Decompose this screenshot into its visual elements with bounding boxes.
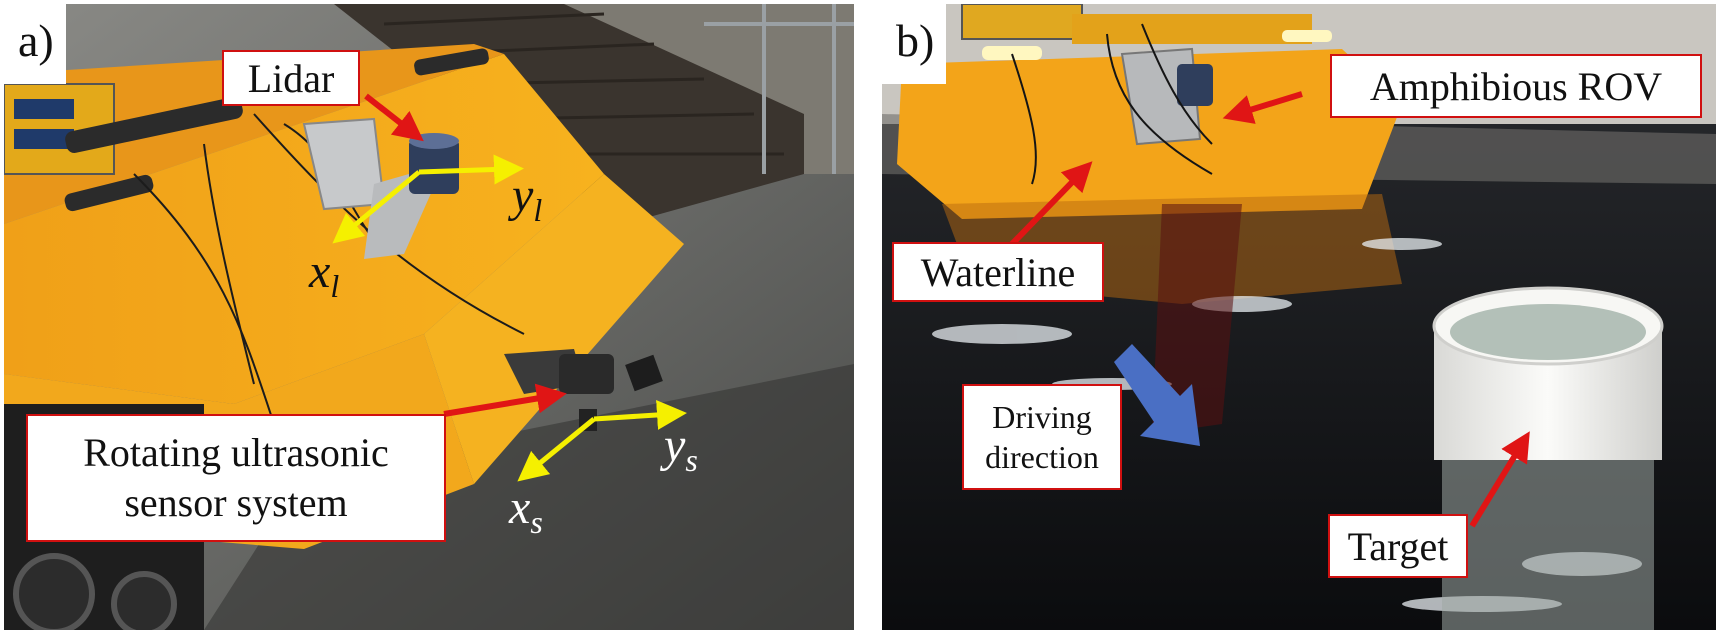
target-callout: Target [1328,514,1468,578]
rov-light [982,46,1042,60]
panel-a-photo: a) Lidar Rotating ultrasonic sensor syst… [4,4,854,630]
rov-callout: Amphibious ROV [1330,54,1702,118]
arrow-overlay [1009,91,1530,528]
driving-direction-callout-text: Driving direction [985,399,1099,475]
sonar-x-axis-arrow [517,417,596,482]
lidar-sensor [409,139,459,194]
waterline-pointer-arrow [1009,161,1093,247]
floor-shadow [204,364,854,630]
target-pointer-arrow [1469,431,1530,528]
lidar-x-axis-label: xl [309,245,340,305]
ultrasonic-callout-text: Rotating ultrasonic sensor system [83,430,389,525]
sonar-x-axis-label: xs [509,481,543,541]
red-reflection [1152,204,1242,434]
sonar-y-axis-label: ys [664,419,698,479]
ultrasonic-pointer-arrow [443,383,567,417]
panel-b-label: b) [882,4,947,84]
rov-pointer-arrow [1222,91,1303,124]
rov-cables [1011,23,1213,185]
ultrasonic-callout: Rotating ultrasonic sensor system [26,414,446,542]
driving-direction-callout: Driving direction [962,384,1122,490]
lidar-callout: Lidar [222,50,360,106]
waterline-callout-text: Waterline [920,249,1076,295]
panel-b-photo: b) Amphibious ROV Waterline Driving dire… [882,4,1716,630]
panel-a-label: a) [4,4,66,84]
waterline-callout: Waterline [892,242,1104,302]
lidar-y-axis-label: yl [512,169,543,229]
lidar-callout-text: Lidar [247,55,335,101]
light-bar [65,97,243,153]
ultrasonic-sensor [559,354,614,394]
lidar-x-axis-arrow [332,170,421,244]
lidar-pointer-arrow [364,93,424,142]
rov-top-box [961,4,1083,40]
axis-overlay [332,93,687,482]
rov-lidar [1177,64,1213,106]
lidar-y-axis-arrow [418,154,524,185]
target-submerged [1442,460,1654,630]
target-callout-text: Target [1347,523,1449,569]
robot-in-water-photo [882,4,1716,630]
sonar-y-axis-arrow [593,399,687,430]
rov-callout-text: Amphibious ROV [1369,63,1663,109]
driving-direction-arrow [1114,344,1200,446]
railing [704,4,854,174]
